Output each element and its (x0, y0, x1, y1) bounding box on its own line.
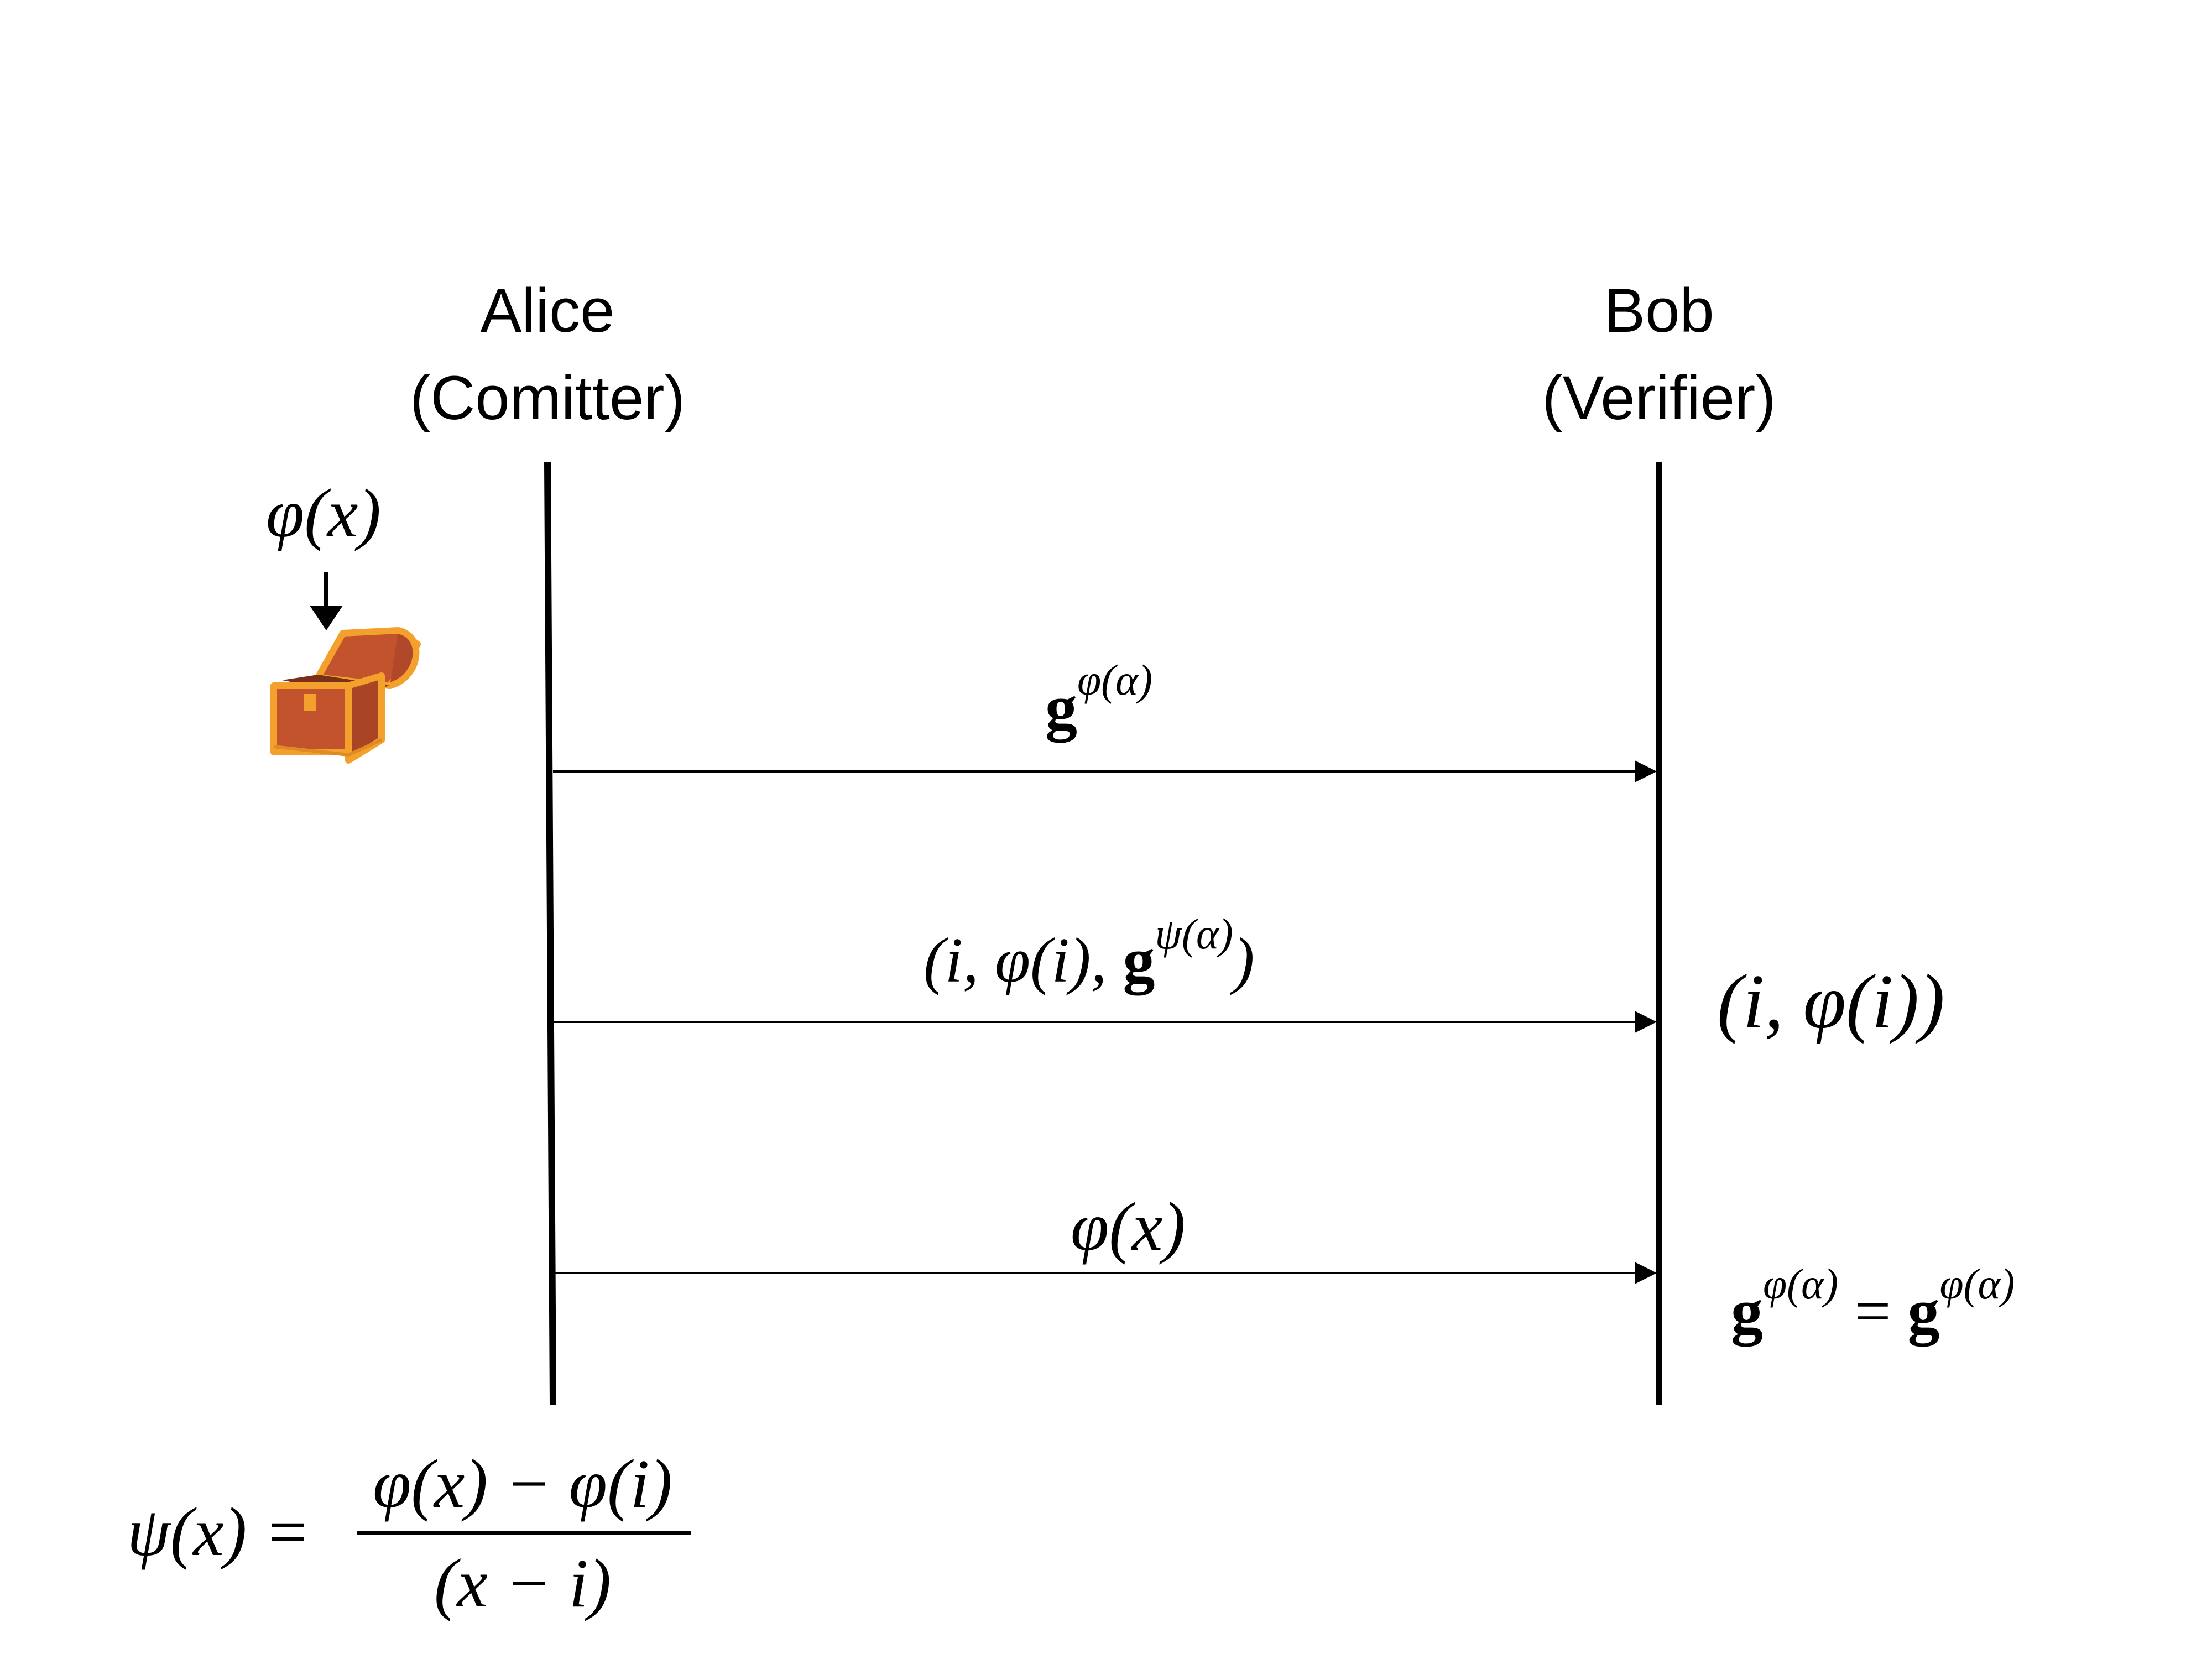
alice-name: Alice (481, 276, 615, 345)
message-1-label: gφ(α) (1045, 656, 1152, 743)
alice-role: (Comitter) (410, 363, 685, 432)
formula-denominator: (x − i) (434, 1546, 611, 1622)
alice-lifeline (544, 461, 556, 1405)
polynomial-label: φ(x) (266, 476, 381, 552)
message-2-label: (i, φ(i), gψ(α)) (924, 910, 1255, 996)
bob-name: Bob (1604, 276, 1714, 345)
commit-arrowhead (310, 606, 343, 630)
treasure-chest-icon (270, 627, 421, 764)
message-3-label: φ(x) (1071, 1189, 1186, 1265)
formula-lhs: ψ(x) = (127, 1494, 311, 1571)
bob-received-point: (i, φ(i)) (1717, 959, 1945, 1045)
bob-role: (Verifier) (1542, 363, 1776, 432)
quotient-formula: ψ(x) = φ(x) − φ(i) (x − i) (127, 1446, 691, 1622)
formula-numerator: φ(x) − φ(i) (373, 1446, 672, 1522)
bob-verification-check: gφ(α)=gφ(α) (1731, 1260, 2015, 1347)
